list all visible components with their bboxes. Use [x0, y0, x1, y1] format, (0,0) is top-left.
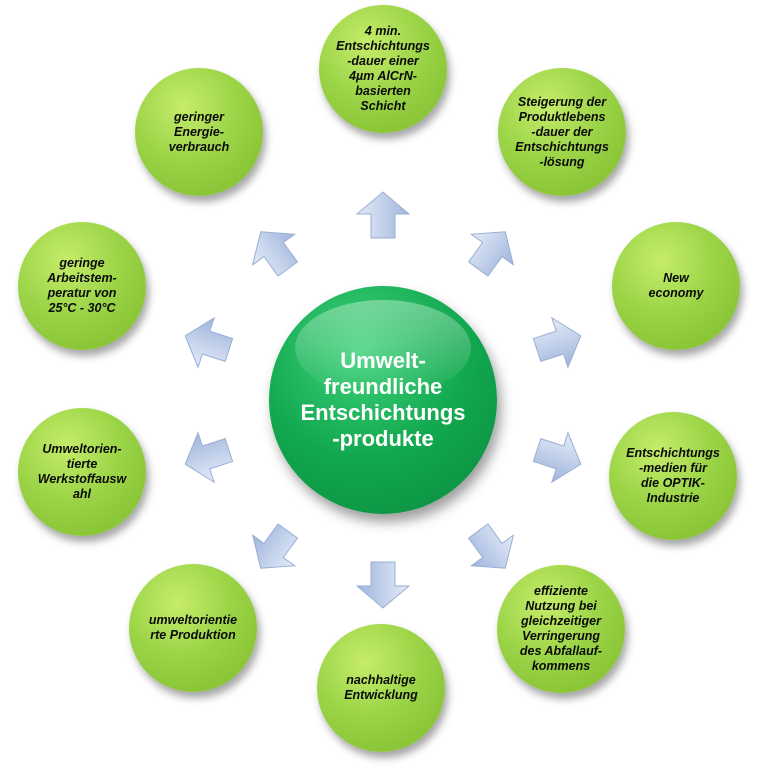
node-entschichtungsdauer: 4 min. Entschichtungs -dauer einer 4µm A…: [319, 5, 447, 133]
arrow-1: [355, 191, 411, 239]
node-new-economy: New economy: [612, 222, 740, 350]
arrow-2: [467, 231, 515, 277]
center-circle: Umwelt- freundliche Entschichtungs -prod…: [269, 286, 497, 514]
node-umweltorientierte-produktion: umweltorientie rte Produktion: [129, 564, 257, 692]
node-produktlebensdauer: Steigerung der Produktlebens -dauer der …: [498, 68, 626, 196]
node-label: nachhaltige Entwicklung: [344, 673, 418, 702]
node-arbeitstemperatur: geringe Arbeitstem- peratur von 25°C - 3…: [18, 222, 146, 350]
node-label: umweltorientie rte Produktion: [148, 613, 238, 642]
node-energieverbrauch: geringer Energie- verbrauch: [135, 68, 263, 196]
arrow-8: [184, 431, 234, 484]
arrow-4: [532, 431, 582, 484]
node-label: Entschichtungs -medien für die OPTIK- In…: [626, 446, 720, 505]
node-label: New economy: [648, 271, 704, 300]
node-label: effiziente Nutzung bei gleichzeitiger Ve…: [519, 584, 603, 673]
node-werkstoffauswahl: Umweltorien- tierte Werkstoffausw ahl: [18, 408, 146, 536]
arrow-7: [251, 523, 299, 569]
node-label: Umweltorien- tierte Werkstoffausw ahl: [37, 442, 127, 501]
node-nachhaltige-entwicklung: nachhaltige Entwicklung: [317, 624, 445, 752]
arrow-9: [184, 316, 234, 369]
center-label: Umwelt- freundliche Entschichtungs -prod…: [300, 348, 466, 451]
node-label: Steigerung der Produktlebens -dauer der …: [515, 94, 609, 169]
arrow-3: [532, 316, 582, 369]
node-label: 4 min. Entschichtungs -dauer einer 4µm A…: [336, 24, 430, 113]
arrow-10: [251, 231, 299, 277]
node-label: geringer Energie- verbrauch: [168, 109, 230, 154]
node-label: geringe Arbeitstem- peratur von 25°C - 3…: [47, 256, 117, 315]
node-effiziente-nutzung: effiziente Nutzung bei gleichzeitiger Ve…: [497, 565, 625, 693]
arrow-6: [355, 561, 411, 609]
node-optik-industrie: Entschichtungs -medien für die OPTIK- In…: [609, 412, 737, 540]
arrow-5: [467, 523, 515, 569]
